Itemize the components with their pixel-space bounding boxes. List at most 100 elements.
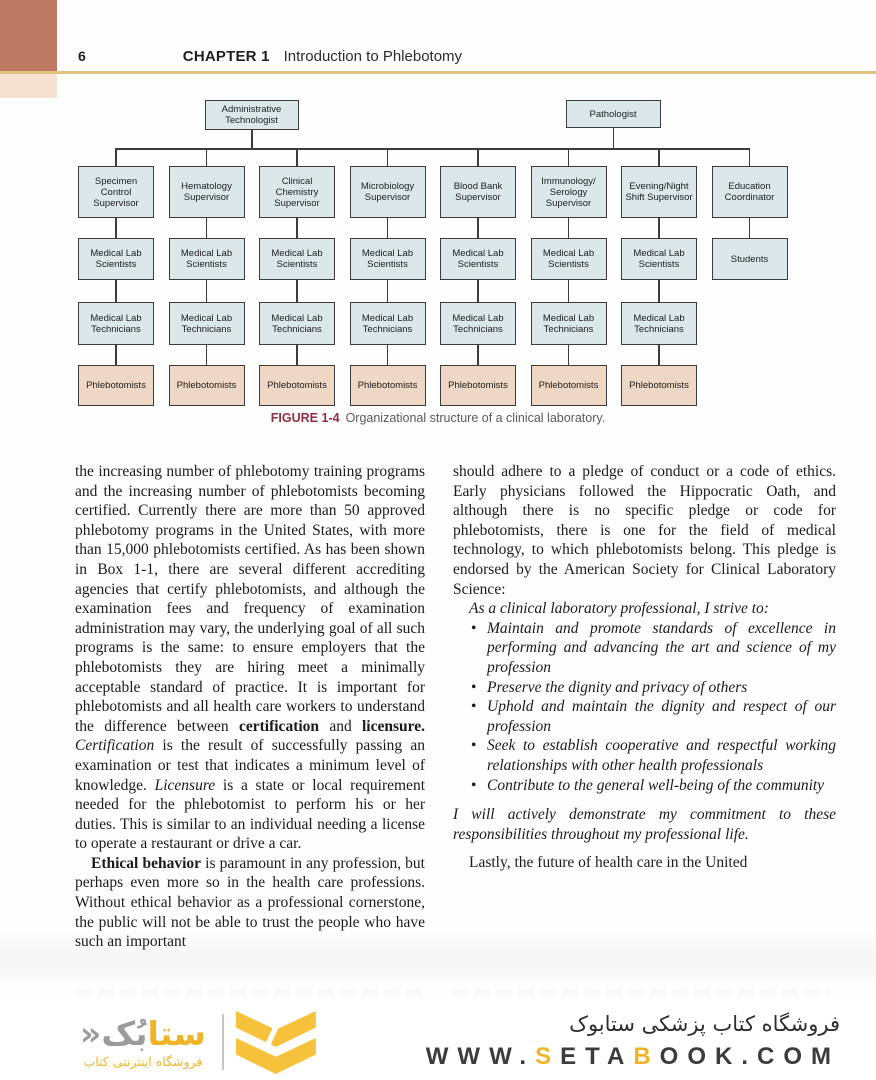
org-connector <box>205 148 208 166</box>
paragraph-certification: the increasing number of phlebotomy trai… <box>75 462 425 854</box>
org-connector <box>567 345 570 365</box>
org-connector <box>567 148 570 166</box>
org-box-phlebotomists: Phlebotomists <box>349 365 426 406</box>
org-box-medical-lab-scientists: Medical Lab Scientists <box>530 238 607 280</box>
org-connector <box>205 345 208 365</box>
website-url: WWW.SETABOOK.COM <box>426 1043 840 1071</box>
pledge-list: Maintain and promote standards of excell… <box>453 619 836 795</box>
figure-caption-label: FIGURE 1-4 <box>270 411 340 425</box>
org-connector <box>658 345 660 365</box>
org-box-medical-lab-scientists: Medical Lab Scientists <box>349 238 426 280</box>
org-connector <box>116 148 750 150</box>
org-connector <box>567 218 570 238</box>
org-connector <box>477 280 479 302</box>
org-box-phlebotomists: Phlebotomists <box>259 365 335 406</box>
org-box-medical-lab-technicians: Medical Lab Technicians <box>78 302 154 345</box>
org-connector <box>205 280 208 302</box>
text-segment: Ethical behavior <box>91 854 202 872</box>
pledge-item: Maintain and promote standards of excell… <box>469 619 836 678</box>
org-connector <box>748 218 751 238</box>
text-segment: Licensure <box>154 776 216 794</box>
pledge-intro: As a clinical laboratory professional, I… <box>469 600 769 618</box>
pledge-item: Contribute to the general well-being of … <box>469 776 836 796</box>
chapter-title: Introduction to Phlebotomy <box>283 48 463 65</box>
org-connector <box>386 218 389 238</box>
org-box-immunology-serology-supervisor: Immunology/ Serology Supervisor <box>530 166 607 218</box>
org-box-pathologist: Pathologist <box>565 100 661 128</box>
org-connector <box>251 130 253 148</box>
org-box-medical-lab-technicians: Medical Lab Technicians <box>259 302 335 345</box>
org-box-medical-lab-technicians: Medical Lab Technicians <box>621 302 697 345</box>
org-box-microbiology-supervisor: Microbiology Supervisor <box>349 166 426 218</box>
text-segment: Certification <box>75 737 155 755</box>
org-box-blood-bank-supervisor: Blood Bank Supervisor <box>440 166 516 218</box>
org-box-medical-lab-scientists: Medical Lab Scientists <box>440 238 516 280</box>
logo-wordmark: ستابُک« <box>80 1013 206 1053</box>
setabook-logo: ستابُک« فروشگاه اینترنتی کتاب <box>80 1011 316 1074</box>
corner-block-dark <box>0 0 57 71</box>
org-connector <box>567 280 570 302</box>
logo-subtitle: فروشگاه اینترنتی کتاب <box>83 1053 203 1069</box>
org-connector <box>296 280 298 302</box>
url-segment: OOK.COM <box>659 1043 840 1070</box>
org-box-education-coordinator: Education Coordinator <box>711 166 788 218</box>
org-box-students: Students <box>711 238 788 280</box>
store-title: فروشگاه کتاب پزشکی ستابوک <box>569 1012 840 1036</box>
text-segment: licensure. <box>362 717 425 735</box>
org-connector <box>115 280 117 302</box>
org-connector <box>296 218 298 238</box>
text-segment: the increasing number of phlebotomy trai… <box>75 463 425 735</box>
org-box-medical-lab-scientists: Medical Lab Scientists <box>168 238 245 280</box>
logo-wordmark-yellow: ستا <box>147 1013 206 1053</box>
article-body: the increasing number of phlebotomy trai… <box>75 462 836 1007</box>
text-segment: and <box>319 717 362 735</box>
org-box-phlebotomists: Phlebotomists <box>530 365 607 406</box>
url-segment: S <box>535 1043 561 1070</box>
org-connector <box>115 148 117 166</box>
org-connector <box>296 345 298 365</box>
logo-divider <box>221 1014 224 1070</box>
org-connector <box>386 280 389 302</box>
logo-wordmark-gray: بُک <box>101 1013 148 1053</box>
org-connector <box>612 128 614 148</box>
column-right: should adhere to a pledge of conduct or … <box>453 462 836 1007</box>
text-segment: is the result of successfully passing an… <box>75 737 425 794</box>
org-connector <box>386 345 389 365</box>
logo-emblem-icon <box>235 1011 316 1074</box>
org-connector <box>658 280 660 302</box>
org-box-medical-lab-technicians: Medical Lab Technicians <box>440 302 516 345</box>
pledge-item: Seek to establish cooperative and respec… <box>469 736 836 775</box>
page-header: 6 CHAPTER 1 Introduction to Phlebotomy <box>78 48 462 65</box>
logo-chevron-icon: « <box>80 1013 102 1053</box>
org-connector <box>477 218 479 238</box>
org-box-phlebotomists: Phlebotomists <box>78 365 154 406</box>
org-box-medical-lab-technicians: Medical Lab Technicians <box>530 302 607 345</box>
chevron-shape <box>235 1011 316 1047</box>
org-connector <box>386 148 389 166</box>
paragraph-pledge-lead: should adhere to a pledge of conduct or … <box>453 463 836 598</box>
org-connector <box>296 148 298 166</box>
org-box-specimen-control-supervisor: Specimen Control Supervisor <box>78 166 154 218</box>
chapter-label: CHAPTER 1 <box>182 48 270 65</box>
org-box-medical-lab-technicians: Medical Lab Technicians <box>168 302 245 345</box>
org-connector <box>115 218 117 238</box>
paragraph-ethical-behavior: Ethical behavior is paramount in any pro… <box>75 854 425 952</box>
org-box-evening-night-shift-supervisor: Evening/Night Shift Supervisor <box>621 166 697 218</box>
org-box-medical-lab-scientists: Medical Lab Scientists <box>621 238 697 280</box>
org-connector <box>205 218 208 238</box>
org-connector <box>658 218 660 238</box>
header-rule <box>0 71 876 74</box>
org-box-administrative-technologist: Administrative Technologist <box>204 100 299 130</box>
footer-right: فروشگاه کتاب پزشکی ستابوک WWW.SETABOOK.C… <box>426 1011 840 1071</box>
text-segment: is a state or local requirement needed f… <box>75 776 425 853</box>
org-box-medical-lab-scientists: Medical Lab Scientists <box>259 238 335 280</box>
paragraph-lastly: Lastly, the future of health care in the… <box>469 854 748 872</box>
org-connector <box>477 148 479 166</box>
org-box-medical-lab-scientists: Medical Lab Scientists <box>78 238 154 280</box>
url-segment: ETA <box>560 1043 634 1070</box>
org-connector <box>115 345 117 365</box>
text-segment: certification <box>238 717 320 735</box>
column-left: the increasing number of phlebotomy trai… <box>75 462 425 1007</box>
